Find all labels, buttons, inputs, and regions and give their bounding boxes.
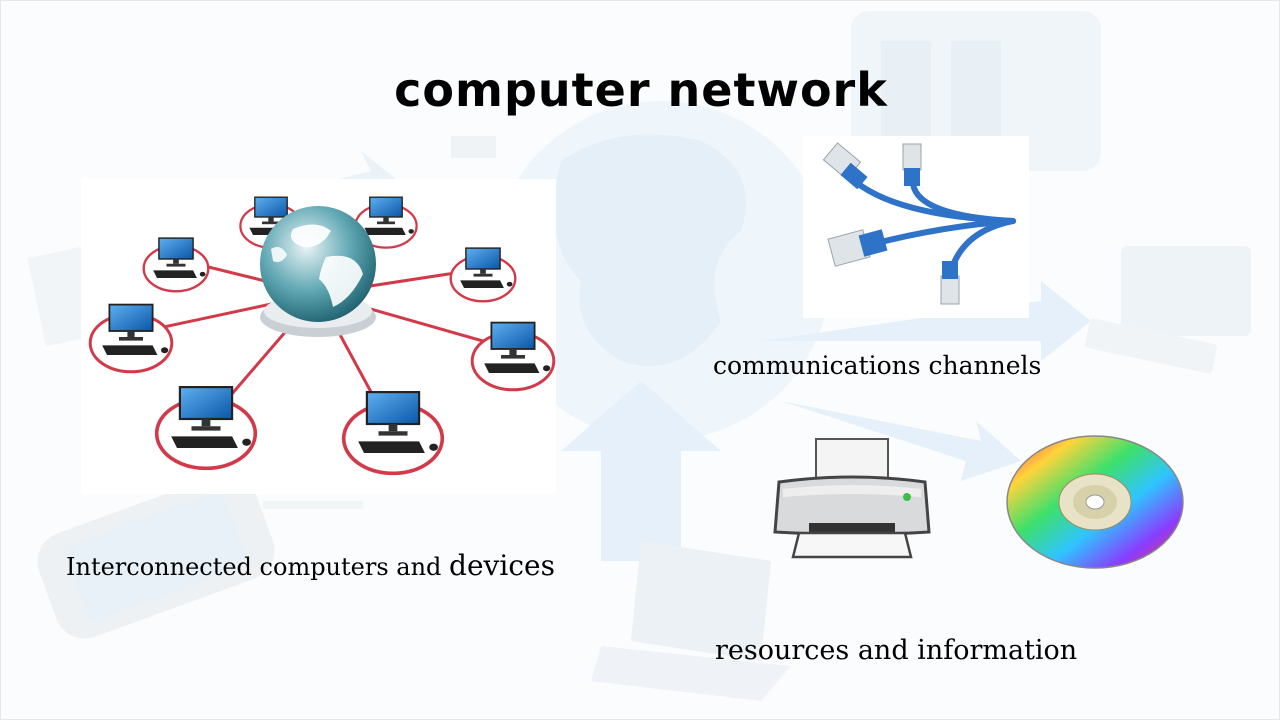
ethernet-cables-icon [822,142,1016,305]
cd-disc-icon [1006,435,1184,569]
caption-resources: resources and information [715,635,1078,666]
caption-devices-suffix: devices [449,549,555,582]
caption-devices-prefix: Interconnected computers and [66,553,450,581]
printer-icon [773,438,931,559]
slide-title: computer network [394,63,888,117]
network-topology-icon [88,196,556,476]
caption-devices: Interconnected computers and devices [66,549,555,582]
caption-channels: communications channels [713,351,1042,380]
